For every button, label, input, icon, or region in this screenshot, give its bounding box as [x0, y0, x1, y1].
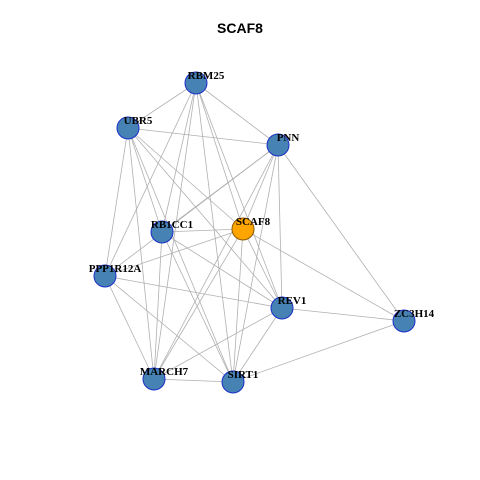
node-label-pnn: PNN: [277, 132, 300, 144]
edge-rbm25-rb1cc1: [161, 82, 197, 233]
edge-pnn-ppp1r12a: [104, 144, 279, 277]
edge-pnn-scaf8: [242, 144, 279, 230]
node-label-rbm25: RBM25: [188, 70, 225, 82]
edge-pnn-rev1: [277, 144, 283, 309]
node-zc3h14[interactable]: [392, 309, 416, 333]
edge-ppp1r12a-sirt1: [104, 275, 234, 383]
edge-rbm25-rev1: [195, 82, 283, 309]
edge-rbm25-ubr5: [127, 82, 197, 129]
edge-rbm25-march7: [153, 82, 197, 380]
edge-rbm25-scaf8: [195, 82, 244, 230]
node-pnn[interactable]: [266, 133, 290, 157]
edge-ubr5-ppp1r12a: [104, 127, 129, 277]
edge-rev1-zc3h14: [281, 307, 405, 322]
edge-ubr5-scaf8: [127, 127, 244, 230]
node-rbm25[interactable]: [184, 71, 208, 95]
edge-rbm25-sirt1: [195, 82, 234, 383]
node-sirt1[interactable]: [221, 370, 245, 394]
edge-zc3h14-sirt1: [232, 320, 405, 383]
node-rb1cc1[interactable]: [150, 220, 174, 244]
edge-rev1-march7: [153, 307, 283, 380]
edge-march7-sirt1: [153, 378, 234, 383]
graph-title: SCAF8: [217, 20, 263, 36]
edge-rb1cc1-rev1: [161, 231, 283, 309]
node-layer: [93, 71, 416, 394]
edge-ubr5-rb1cc1: [127, 127, 163, 233]
node-label-zc3h14: ZC3H14: [394, 308, 435, 320]
node-ubr5[interactable]: [116, 116, 140, 140]
edge-rbm25-ppp1r12a: [104, 82, 197, 277]
edge-rb1cc1-march7: [153, 231, 163, 380]
node-label-sirt1: SIRT1: [228, 369, 259, 381]
node-label-scaf8: SCAF8: [236, 216, 271, 228]
edge-ubr5-rev1: [127, 127, 283, 309]
edge-rb1cc1-sirt1: [161, 231, 234, 383]
node-march7[interactable]: [142, 367, 166, 391]
edge-ppp1r12a-rev1: [104, 275, 283, 309]
edge-ubr5-march7: [127, 127, 155, 380]
edge-pnn-march7: [153, 144, 279, 380]
node-label-rb1cc1: RB1CC1: [151, 219, 193, 231]
node-rev1[interactable]: [270, 296, 294, 320]
node-label-ubr5: UBR5: [124, 115, 153, 127]
edge-scaf8-zc3h14: [242, 228, 405, 322]
edge-ppp1r12a-march7: [104, 275, 155, 380]
edge-rbm25-pnn: [195, 82, 279, 146]
edge-pnn-sirt1: [232, 144, 279, 383]
node-scaf8[interactable]: [231, 217, 255, 241]
node-label-rev1: REV1: [278, 295, 307, 307]
edge-ubr5-sirt1: [127, 127, 234, 383]
node-label-march7: MARCH7: [140, 366, 189, 378]
edge-pnn-zc3h14: [277, 144, 405, 322]
node-ppp1r12a[interactable]: [93, 264, 117, 288]
edge-scaf8-march7: [153, 228, 244, 380]
edge-scaf8-sirt1: [232, 228, 244, 383]
edge-layer: [104, 82, 405, 383]
node-label-ppp1r12a: PPP1R12A: [89, 263, 142, 275]
edge-scaf8-ppp1r12a: [104, 228, 244, 277]
edge-scaf8-rev1: [242, 228, 283, 309]
edge-ubr5-pnn: [127, 127, 279, 146]
edge-rb1cc1-scaf8: [161, 228, 244, 233]
edge-rev1-sirt1: [232, 307, 283, 383]
